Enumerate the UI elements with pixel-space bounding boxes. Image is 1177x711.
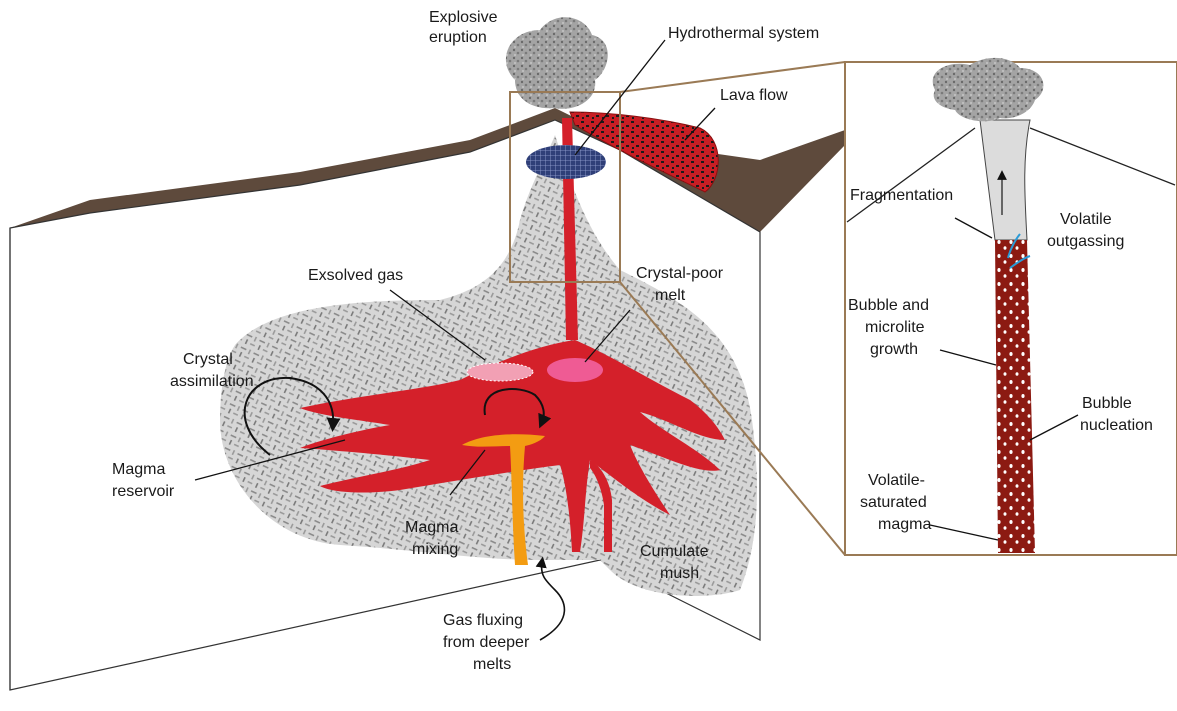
label-hydrothermal-system: Hydrothermal system (668, 25, 819, 42)
eruption-cloud (506, 17, 608, 108)
label-exsolved-gas: Exsolved gas (308, 267, 403, 284)
label-gas-fluxing: Gas fluxing from deeper melts (443, 612, 534, 673)
crystal-poor-melt (547, 358, 603, 382)
hydrothermal-system (526, 145, 606, 179)
label-explosive-eruption: Explosive eruption (429, 9, 502, 46)
gas-fluxing-arrow (540, 562, 564, 640)
label-fragmentation: Fragmentation (850, 187, 953, 204)
exsolved-gas (467, 363, 533, 381)
label-lava-flow: Lava flow (720, 87, 788, 104)
